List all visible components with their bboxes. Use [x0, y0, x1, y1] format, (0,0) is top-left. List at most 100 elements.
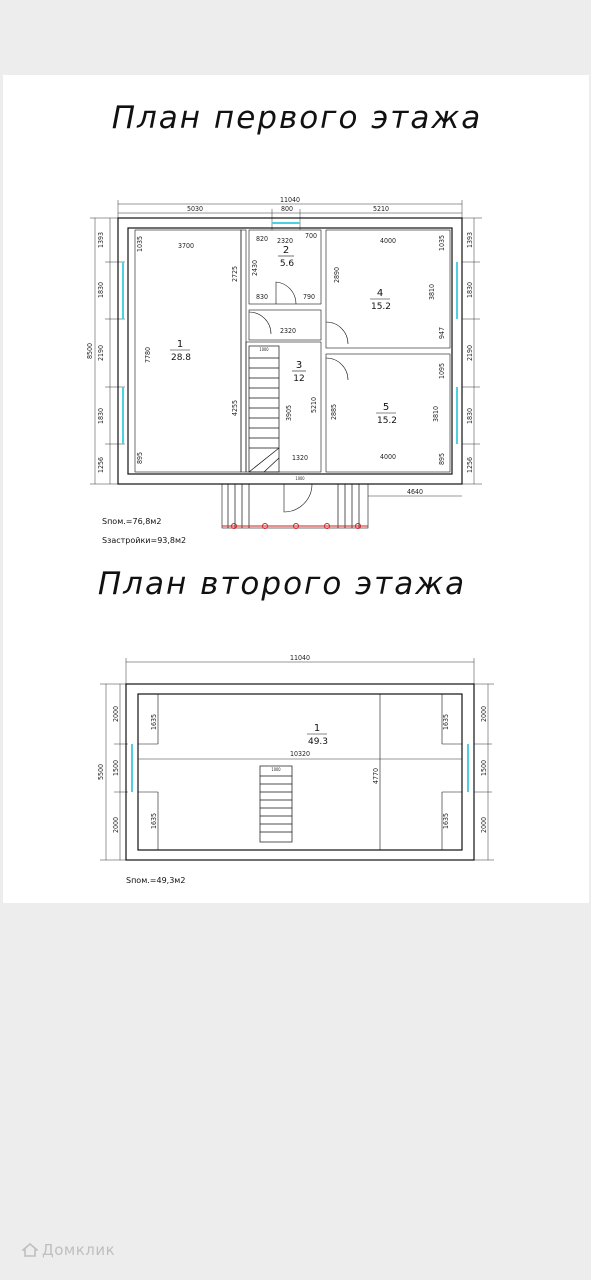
dim-right-h1: 1393: [466, 232, 474, 248]
floor2-room-number: 1: [314, 723, 320, 734]
partition-1: [240, 229, 247, 473]
dim-r1-height: 7780: [144, 347, 152, 363]
floor2-right-dims: 2000 1500 2000: [474, 683, 494, 861]
room-5-door: [325, 357, 349, 381]
floor2-inner-wall: [137, 693, 463, 851]
dim-left-h2: 1830: [97, 282, 105, 298]
dim-r1-top: 1035: [136, 236, 144, 252]
floor1-top-dims: 11040 5030 800 5210: [117, 196, 463, 230]
dim-r2-b1: 830: [256, 293, 268, 301]
floor2-dim-total-height: 5500: [97, 764, 105, 780]
dim-r5-side: 3810: [432, 406, 440, 422]
dim-r4-side: 3810: [428, 284, 436, 300]
dim-r5-height: 2885: [330, 404, 338, 420]
floor2-dim-inner-bl: 1635: [150, 813, 158, 829]
floor1-porch: 1000 4640: [221, 476, 462, 529]
dim-r4-width: 4000: [380, 237, 396, 245]
floor2-dim-right-h2: 1500: [480, 760, 488, 776]
dim-r5-bottom: 895: [438, 453, 446, 465]
dim-right-part: 5210: [373, 205, 389, 213]
floor2-dim-inner-br: 1635: [442, 813, 450, 829]
dim-right-h3: 2190: [466, 345, 474, 361]
floor1-left-dims: 8500 1393 1830 2190 1830 1256: [86, 217, 125, 485]
room-2-number: 2: [283, 245, 289, 256]
dim-left-h1: 1393: [97, 232, 105, 248]
floor2-windows: [131, 744, 469, 792]
dim-r3-bottom: 1320: [292, 454, 308, 462]
floor2-dim-total-width: 11040: [290, 654, 310, 662]
floor2-dim-right-h3: 2000: [480, 817, 488, 833]
dim-corridor: 2320: [280, 327, 296, 335]
floor1-s-zastr: Sзастройки=93,8м2: [102, 536, 186, 545]
dim-r4-bottom: 947: [438, 327, 446, 339]
dim-r2-h: 2430: [251, 260, 259, 276]
dim-r2-w1: 820: [256, 235, 268, 243]
room-5-area: 15.2: [377, 416, 397, 426]
dim-r2-b2: 790: [303, 293, 315, 301]
room-3: [245, 341, 322, 473]
dim-r3-h2: 5210: [310, 397, 318, 413]
dim-left-part: 5030: [187, 205, 203, 213]
floor1-outer-wall: [117, 217, 463, 485]
dim-total-width: 11040: [280, 196, 300, 204]
dim-right-h5: 1256: [466, 457, 474, 473]
floor1-title: План первого этажа: [112, 100, 483, 136]
dim-porch: 4640: [407, 488, 423, 496]
watermark-text: Домклик: [42, 1241, 116, 1259]
floor1-stairs: 1000: [248, 345, 280, 473]
room-1-area: 28.8: [171, 353, 191, 363]
floor2-dim-left-h2: 1500: [112, 760, 120, 776]
floor1-inner-wall: [127, 227, 453, 475]
dim-r1-width: 3700: [178, 242, 194, 250]
floor2-dim-inner-width: 10320: [290, 750, 310, 758]
floor2-dim-left-h3: 2000: [112, 817, 120, 833]
floor2-room-area: 49.3: [308, 737, 328, 747]
room-4: [325, 229, 451, 349]
room-2-area: 5.6: [280, 259, 295, 269]
dim-r3-h1: 3905: [285, 405, 293, 421]
floor1-s-pom: Sпом.=76,8м2: [102, 517, 161, 526]
dim-right-h2: 1830: [466, 282, 474, 298]
room-4-number: 4: [377, 288, 383, 299]
dim-mid-part: 800: [281, 205, 293, 213]
corridor: [248, 309, 322, 341]
room-3-area: 12: [293, 374, 304, 384]
corridor-door: [248, 311, 272, 335]
floor2-title: План второго этажа: [98, 566, 466, 602]
floor2-left-dims: 5500 2000 1500 2000: [97, 683, 128, 861]
dim-r1-bottom: 895: [136, 452, 144, 464]
floor2-stairs: 1000: [259, 765, 293, 843]
dim-door-w: 1000: [295, 476, 305, 481]
floor2-dim-stair-w: 1000: [271, 767, 281, 772]
floor2-dim-inner-h: 4770: [372, 768, 380, 784]
room-3-number: 3: [296, 360, 302, 371]
floor2-dim-inner-tr: 1635: [442, 714, 450, 730]
dim-r1-side-b: 4255: [231, 400, 239, 416]
house-logo-icon: [22, 1243, 38, 1257]
floor2-top-dims: 11040: [125, 654, 475, 684]
floor2-s-pom: Sпом.=49,3м2: [126, 876, 185, 885]
room-5: [325, 353, 451, 473]
room-5-number: 5: [383, 402, 389, 413]
floor1-right-dims: 1393 1830 2190 1830 1256: [462, 217, 482, 485]
dim-left-h4: 1830: [97, 408, 105, 424]
floor2-dim-inner-tl: 1635: [150, 714, 158, 730]
room-1-number: 1: [177, 339, 183, 350]
dim-total-height: 8500: [86, 343, 94, 359]
floor2-outer-wall: [125, 683, 475, 861]
room-2: [248, 229, 322, 305]
room-2-door: [275, 281, 297, 305]
dim-r1-side-a: 2725: [231, 266, 239, 282]
dim-r2-w3: 700: [305, 232, 317, 240]
watermark: Домклик: [22, 1241, 115, 1259]
dim-stair-w: 1000: [259, 347, 269, 352]
dim-r4-top: 1035: [438, 235, 446, 251]
floor1-windows: [122, 222, 458, 444]
dim-r2-w2: 2320: [277, 237, 293, 245]
floor2-dim-right-h1: 2000: [480, 706, 488, 722]
room-4-area: 15.2: [371, 302, 391, 312]
floor2-room: 1635 1635 1635 1635 4770 10320 1 49.3: [138, 694, 462, 850]
dim-r4-height: 2890: [333, 267, 341, 283]
dim-right-h4: 1830: [466, 408, 474, 424]
